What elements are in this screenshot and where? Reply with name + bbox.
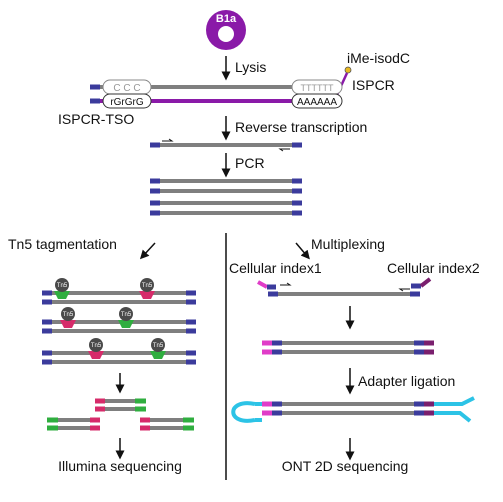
cdna-strand — [150, 138, 302, 152]
ime-isodc-dot — [344, 66, 352, 74]
multiplex-arrow — [295, 242, 310, 260]
tn5-arrow — [139, 242, 156, 260]
b1a-cell: B1a — [206, 10, 246, 50]
cell-nucleus — [218, 26, 234, 42]
ont-construct — [231, 396, 475, 423]
ime-isodc-label: iMe-isodC — [347, 50, 410, 66]
primer-fwd — [162, 138, 174, 142]
polya-text: AAAAAA — [297, 97, 337, 108]
tn5-label: Tn5 — [121, 312, 132, 318]
tn5-label: Tn5 — [142, 283, 153, 289]
tn5-label: Tn5 — [63, 312, 74, 318]
lysis-label: Lysis — [235, 59, 266, 75]
rg-text: rGrGrG — [110, 97, 144, 108]
tn5-label: Tn5 — [91, 343, 102, 349]
ispcr-tso-label: ISPCR-TSO — [58, 111, 134, 127]
ont-label: ONT 2D sequencing — [282, 458, 409, 474]
top-strand: C C C TTTTTT — [90, 79, 343, 95]
tn5-transposase-icon: Tn5 — [139, 278, 155, 299]
tso-ccc-text: C C C — [113, 83, 140, 94]
y-adapter-bottom — [434, 411, 472, 423]
illumina-label: Illumina sequencing — [58, 458, 182, 474]
pcr-products — [150, 178, 302, 216]
tagmented-fragments — [47, 398, 194, 431]
cellular-index1-label: Cellular index1 — [229, 260, 322, 276]
cellular-index2-label: Cellular index2 — [387, 260, 480, 276]
multiplexing-label: Multiplexing — [311, 236, 385, 252]
primer-rev — [278, 148, 290, 152]
indexed-primers — [257, 277, 432, 297]
rt-label: Reverse transcription — [235, 119, 367, 135]
tn5-transposase-icon: Tn5 — [60, 307, 76, 328]
tn5-label: Tn5 — [153, 343, 164, 349]
cell-label: B1a — [216, 13, 237, 25]
hairpin-adapter — [231, 401, 256, 423]
tn5-transposase-icon: Tn5 — [54, 278, 70, 299]
pcr-label: PCR — [235, 155, 265, 171]
y-adapter-top — [434, 396, 475, 406]
tn5-transposase-icon: Tn5 — [88, 338, 104, 359]
tn5-transposase-icon: Tn5 — [150, 338, 166, 359]
adapter-ligation-label: Adapter ligation — [358, 373, 455, 389]
tn5-label: Tn5 — [57, 283, 68, 289]
tn5-transposase-icon: Tn5 — [118, 307, 134, 328]
ispcr-label: ISPCR — [352, 77, 395, 93]
rg-box — [102, 93, 152, 109]
polyt-text: TTTTTT — [301, 83, 334, 93]
indexed-amplicon — [262, 340, 434, 355]
polya-box — [291, 93, 343, 109]
tn5-tagmentation-label: Tn5 tagmentation — [8, 236, 117, 252]
bottom-strand: rGrGrG AAAAAA — [90, 93, 343, 109]
